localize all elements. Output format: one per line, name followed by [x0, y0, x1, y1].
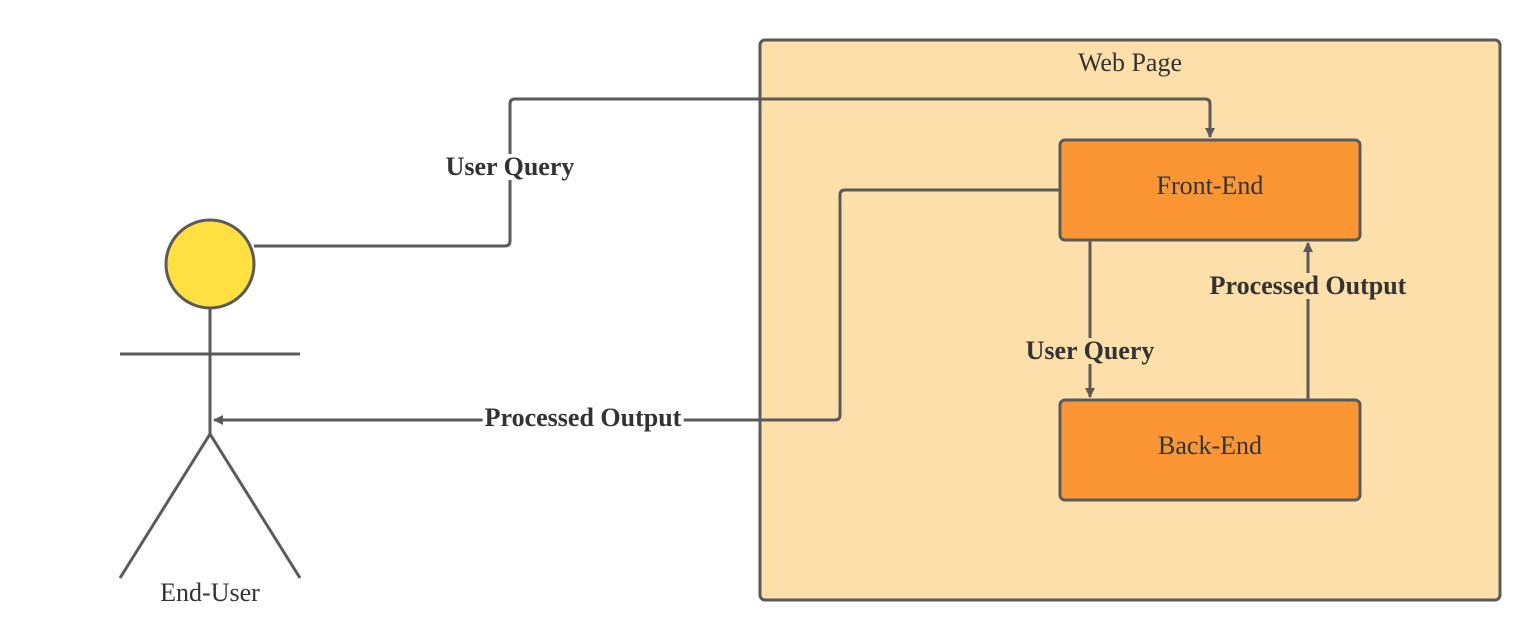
- edge-label-user-query-inner: User Query: [1023, 336, 1157, 365]
- edge-label-processed-output-inner: Processed Output: [1207, 271, 1409, 300]
- edge-user-to-frontend: [254, 97, 1215, 248]
- actor-right-leg: [208, 433, 302, 579]
- back-end-box[interactable]: [1058, 398, 1362, 502]
- stick-figure-icon[interactable]: [118, 218, 302, 579]
- front-end-label: Front-End: [1156, 171, 1264, 200]
- web-page-title: Web Page: [1077, 48, 1183, 77]
- actor-head: [164, 218, 256, 310]
- actor-label: End-User: [160, 578, 260, 607]
- web-page-container: [758, 38, 1502, 602]
- edge-frontend-to-user: [213, 188, 1060, 425]
- edge-label-processed-output-outer: Processed Output: [482, 403, 684, 432]
- back-end-label: Back-End: [1158, 431, 1262, 460]
- edge-label-user-query-outer: User Query: [443, 152, 577, 181]
- actor-left-leg: [118, 433, 212, 579]
